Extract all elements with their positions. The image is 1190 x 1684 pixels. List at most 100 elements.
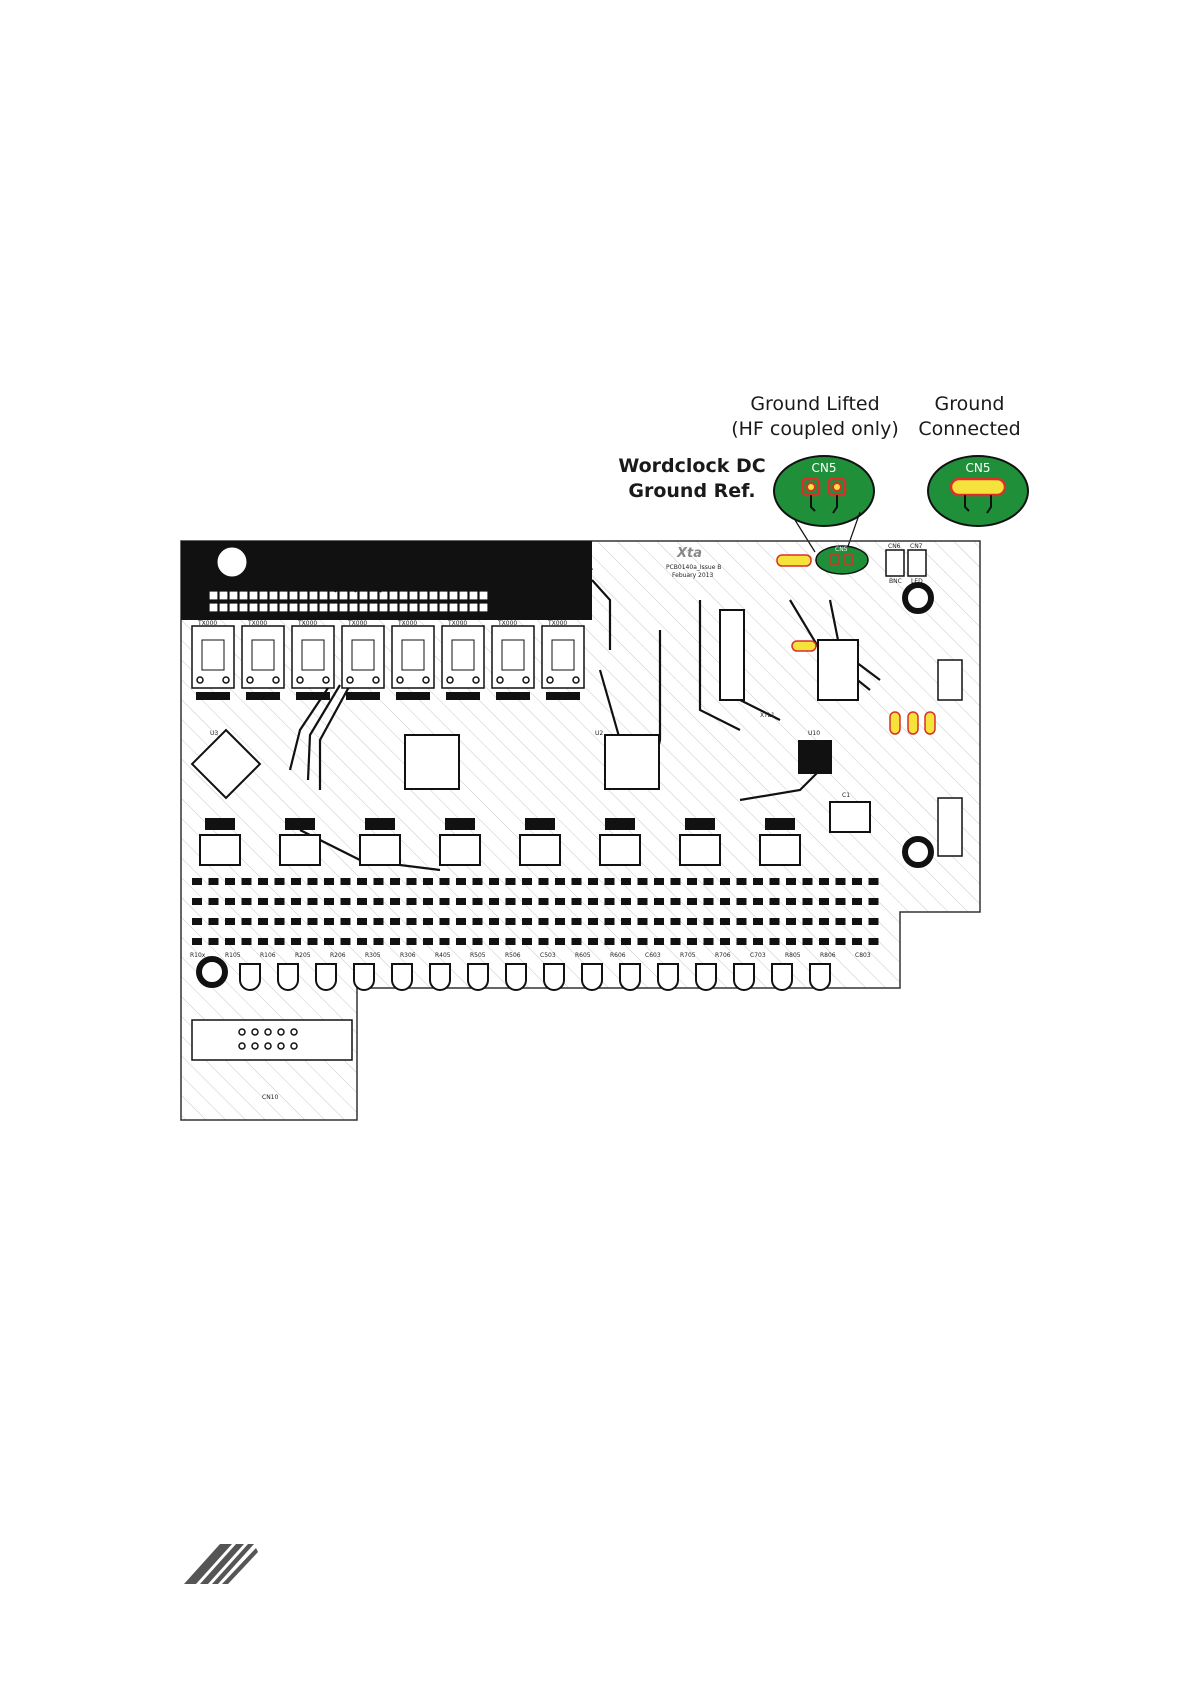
pcb-pin xyxy=(349,591,358,600)
smd-component xyxy=(852,918,862,925)
smd-component xyxy=(390,878,400,885)
smd-component xyxy=(390,898,400,905)
pcb-pin xyxy=(319,603,328,612)
component-label: R505 xyxy=(470,952,486,959)
smd-component xyxy=(241,878,252,885)
smd-component xyxy=(736,938,747,945)
pcb-pin xyxy=(279,591,288,600)
smd-component xyxy=(571,938,582,945)
electrolytic-cap xyxy=(353,963,375,991)
relay-block xyxy=(241,625,285,700)
component-label: R605 xyxy=(575,952,591,959)
component-label: R305 xyxy=(365,952,381,959)
pcb-pin xyxy=(309,603,318,612)
pcb-pin xyxy=(289,603,298,612)
pcb-pin xyxy=(209,603,218,612)
smd-component xyxy=(670,938,681,945)
smd-component xyxy=(687,898,697,905)
smd-component xyxy=(802,938,813,945)
smd-component xyxy=(505,918,516,925)
pcb-pin xyxy=(459,591,468,600)
smd-component xyxy=(720,878,730,885)
pcb-pin xyxy=(219,591,228,600)
pcb-pin xyxy=(329,591,338,600)
capacitor-block xyxy=(279,834,321,866)
smd-component xyxy=(423,918,433,925)
pcb-layout-drawing: Xta PCB0140a_Issue B Febuary 2013 CN10 C… xyxy=(180,540,988,1122)
smd-component xyxy=(208,918,219,925)
top-pin-rows xyxy=(209,591,488,612)
smd-component xyxy=(538,878,549,885)
smd-component xyxy=(703,938,714,945)
brand-logo-icon xyxy=(184,1544,258,1584)
pcb-pin xyxy=(269,591,278,600)
smd-component xyxy=(324,918,334,925)
cn5-ground-lifted-zoom: CN5 xyxy=(773,455,875,527)
pcb-pin xyxy=(439,591,448,600)
capacitor-block xyxy=(599,834,641,866)
relay-block xyxy=(191,625,235,700)
smd-component xyxy=(819,938,829,945)
electrolytic-cap xyxy=(391,963,413,991)
u2-label: U2 xyxy=(595,730,604,737)
smd-component xyxy=(274,918,285,925)
pcb-pin xyxy=(409,603,418,612)
relay-block xyxy=(291,625,335,700)
pcb-pin xyxy=(309,591,318,600)
smd-component xyxy=(192,918,202,925)
capacitor-block xyxy=(679,834,721,866)
wordclock-line-1: Wordclock DC xyxy=(618,455,766,477)
smd-component xyxy=(786,918,796,925)
pcb-pin xyxy=(249,603,258,612)
smd-component xyxy=(489,938,499,945)
c1-label: C1 xyxy=(842,792,851,799)
pcb-pin xyxy=(409,591,418,600)
smd-component xyxy=(588,918,598,925)
brand-silkscreen: Xta xyxy=(677,546,703,561)
smd-component xyxy=(835,938,846,945)
smd-component xyxy=(687,918,697,925)
pcb-pin xyxy=(459,603,468,612)
pcb-pin xyxy=(339,603,348,612)
cn7-label: CN7 xyxy=(910,543,923,550)
jumper-closed-icon xyxy=(949,477,1007,514)
smd-component xyxy=(439,938,450,945)
smd-component xyxy=(489,898,499,905)
smd-component xyxy=(720,918,730,925)
smd-component xyxy=(868,878,879,885)
smd-component xyxy=(505,878,516,885)
capacitor-block xyxy=(199,834,241,866)
smd-component xyxy=(258,918,268,925)
smd-component xyxy=(307,898,318,905)
smd-component xyxy=(604,938,615,945)
electrolytic-cap xyxy=(771,963,793,991)
smd-component xyxy=(439,918,450,925)
smd-component xyxy=(373,898,384,905)
smd-component xyxy=(406,898,417,905)
pcb-pin xyxy=(369,591,378,600)
electrolytic-cap xyxy=(429,963,451,991)
smd-component xyxy=(753,938,763,945)
cn5-ground-connected-zoom: CN5 xyxy=(927,455,1029,527)
smd-component xyxy=(604,878,615,885)
smd-component xyxy=(291,938,301,945)
relay-block xyxy=(391,625,435,700)
smd-component xyxy=(736,918,747,925)
smd-component xyxy=(406,938,417,945)
xtl-label: XTL1 xyxy=(760,712,775,719)
wordclock-line-2: Ground Ref. xyxy=(628,480,756,502)
relay-label: TX000 xyxy=(448,620,468,627)
smd-component xyxy=(439,878,450,885)
pcb-pin xyxy=(259,591,268,600)
smd-component xyxy=(241,898,252,905)
pcb-pin xyxy=(249,591,258,600)
smd-component xyxy=(489,878,499,885)
bnc-label: BNC xyxy=(889,578,902,585)
pcb-pin xyxy=(469,591,478,600)
smd-component xyxy=(769,938,780,945)
smd-component xyxy=(291,898,301,905)
pcb-pin xyxy=(319,591,328,600)
smd-component xyxy=(802,918,813,925)
smd-component xyxy=(192,938,202,945)
smd-component xyxy=(621,938,631,945)
